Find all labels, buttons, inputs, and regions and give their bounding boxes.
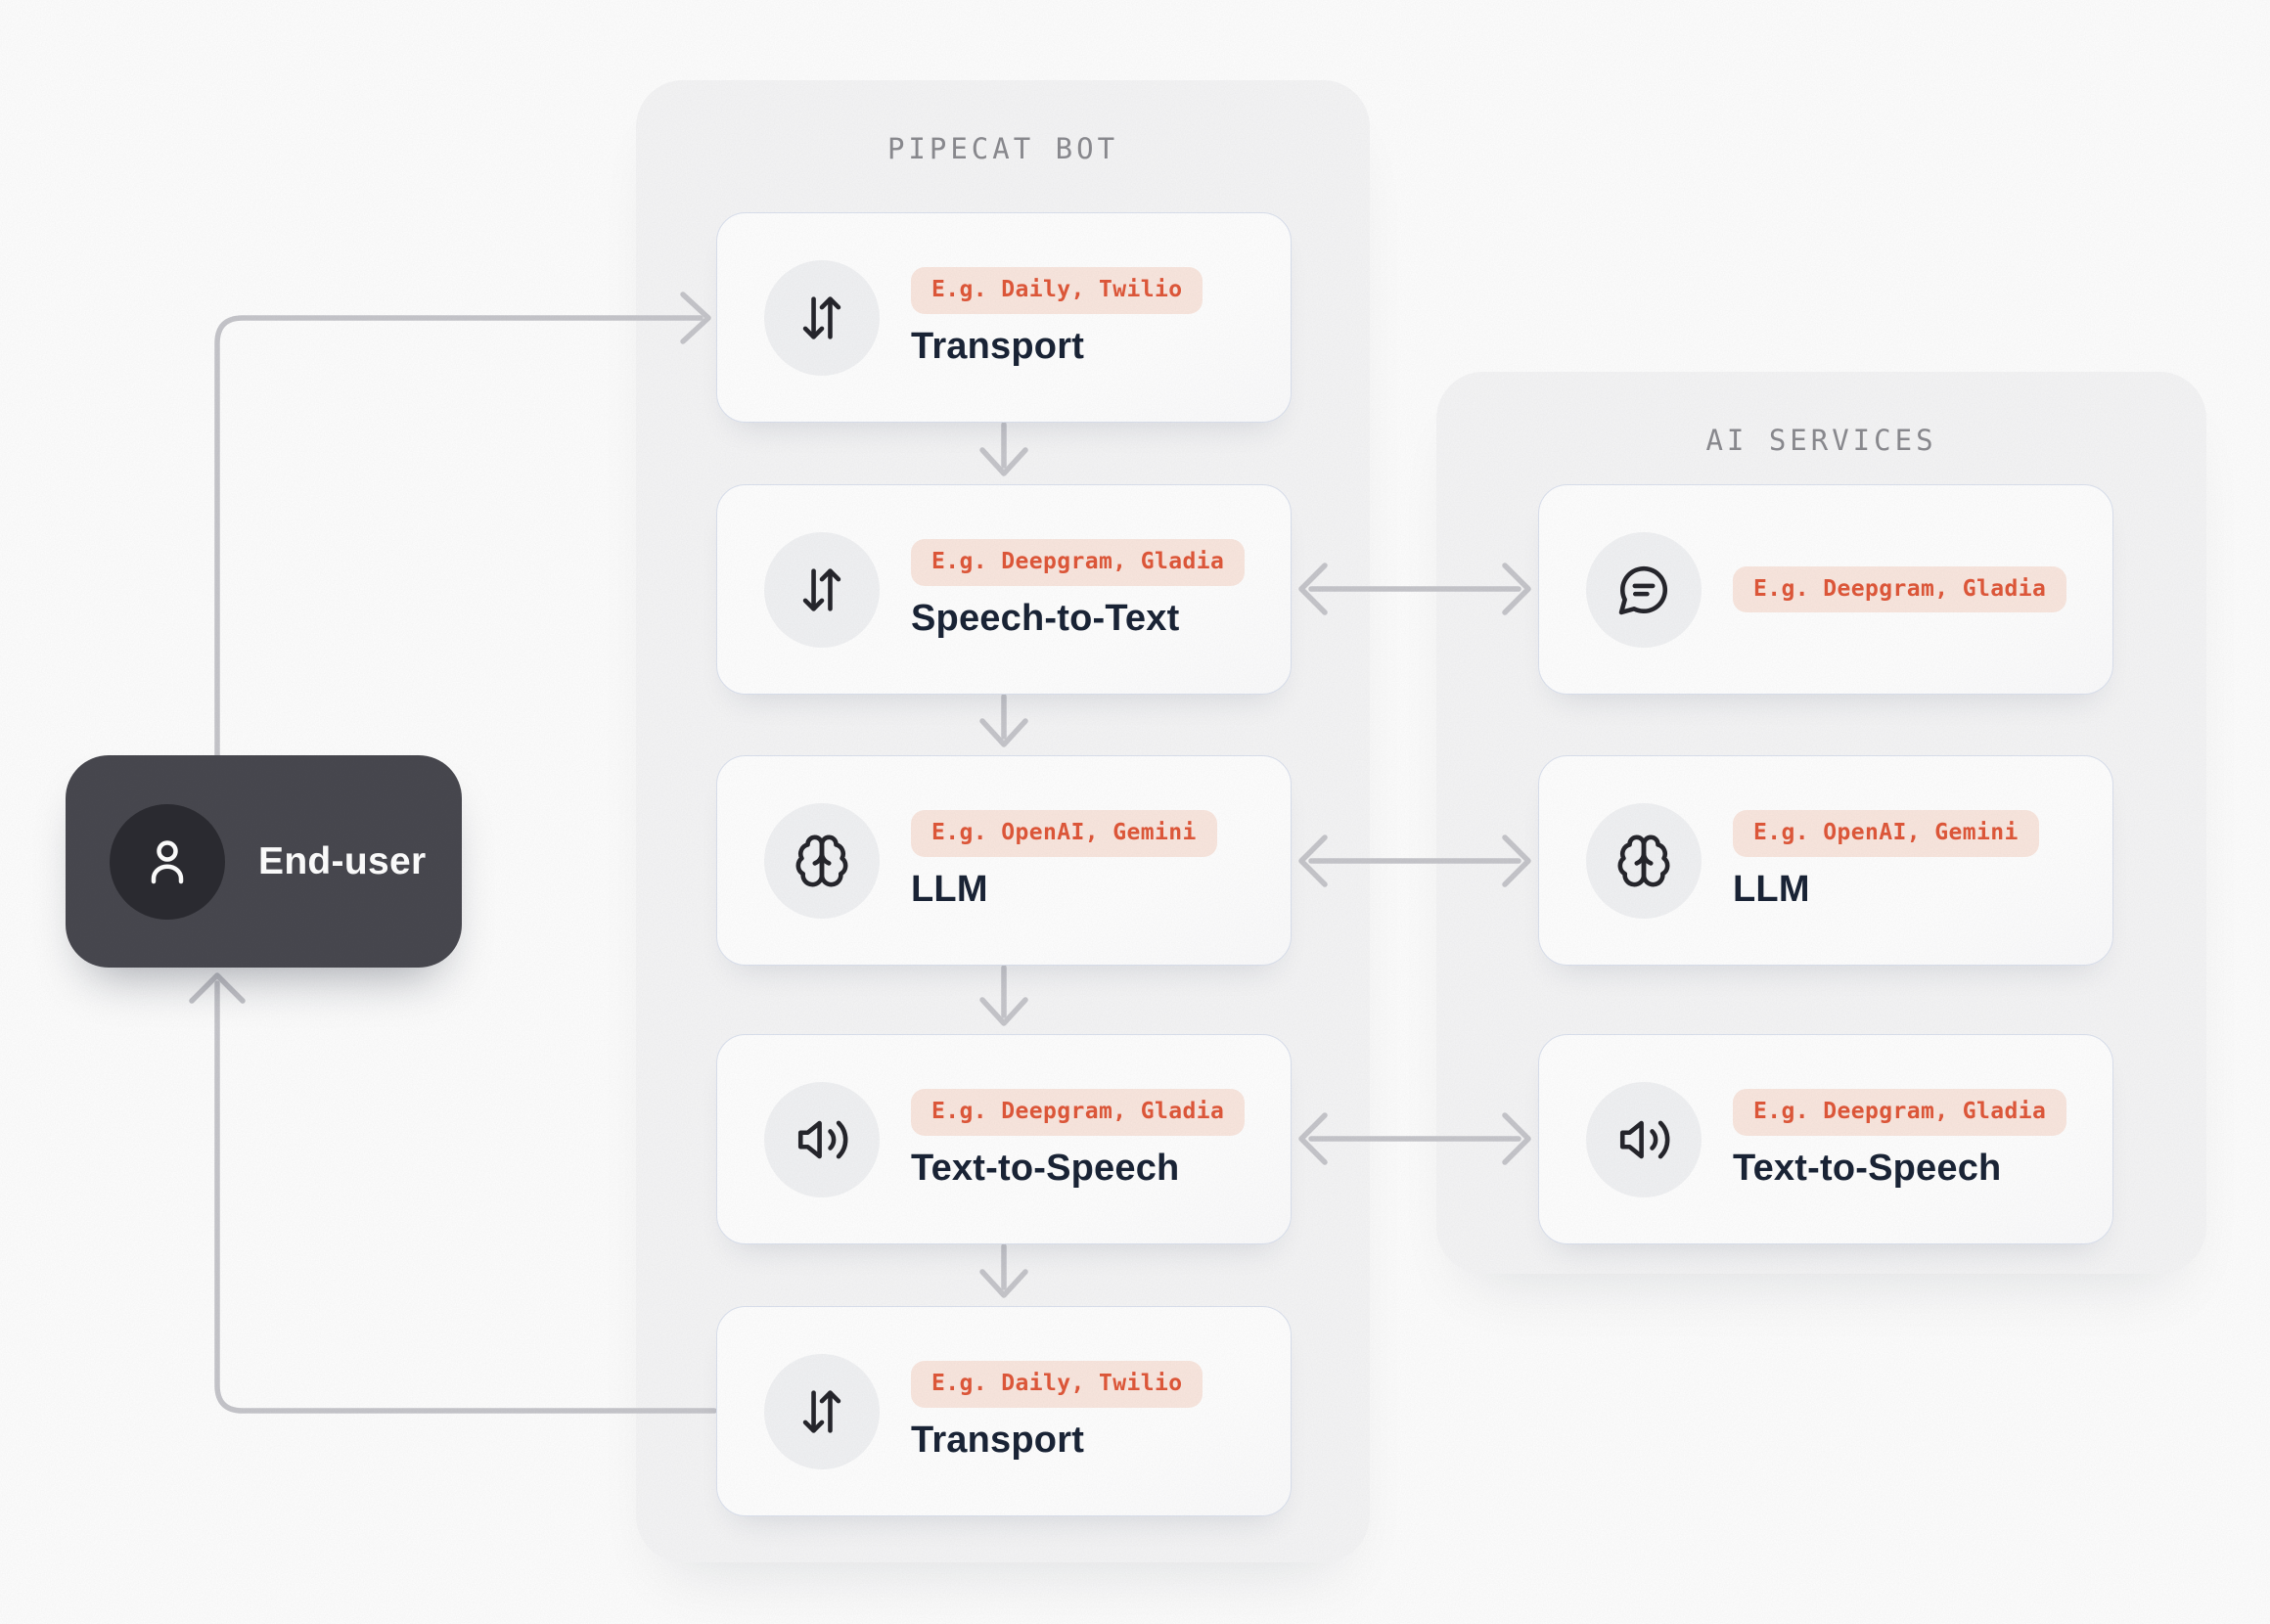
arrows-down-up-icon bbox=[764, 531, 880, 648]
arrow-transport-to-stt bbox=[979, 422, 1028, 476]
card-title: Speech-to-Text bbox=[911, 597, 1180, 639]
provider-badge: E.g. Daily, Twilio bbox=[911, 1361, 1203, 1408]
pipeline-card-llm: E.g. OpenAI, Gemini LLM bbox=[716, 755, 1292, 966]
end-user-node: End-user bbox=[66, 755, 462, 968]
provider-badge: E.g. Deepgram, Gladia bbox=[1733, 1089, 2067, 1136]
speech-bubble-icon bbox=[1586, 531, 1702, 648]
pipeline-card-transport-in: E.g. Daily, Twilio Transport bbox=[716, 212, 1292, 423]
arrow-llm-to-service bbox=[1298, 835, 1531, 887]
arrow-transport-to-user bbox=[189, 972, 717, 1414]
provider-badge: E.g. OpenAI, Gemini bbox=[1733, 810, 2039, 857]
brain-icon bbox=[1586, 802, 1702, 919]
provider-badge: E.g. Deepgram, Gladia bbox=[911, 539, 1246, 586]
ai-services-panel: AI SERVICES E.g. Deepgram, Gladia bbox=[1436, 372, 2206, 1274]
arrows-down-up-icon bbox=[764, 1353, 880, 1469]
card-title: Text-to-Speech bbox=[1733, 1147, 2002, 1189]
card-title: LLM bbox=[911, 868, 988, 910]
pipeline-card-speech-to-text: E.g. Deepgram, Gladia Speech-to-Text bbox=[716, 484, 1292, 695]
service-card-speech-to-text: E.g. Deepgram, Gladia bbox=[1538, 484, 2113, 695]
arrow-user-to-transport bbox=[214, 292, 711, 764]
service-card-text-to-speech: E.g. Deepgram, Gladia Text-to-Speech bbox=[1538, 1034, 2113, 1244]
provider-badge: E.g. OpenAI, Gemini bbox=[911, 810, 1217, 857]
pipeline-card-transport-out: E.g. Daily, Twilio Transport bbox=[716, 1306, 1292, 1516]
user-icon bbox=[151, 839, 184, 883]
arrow-tts-to-service bbox=[1298, 1112, 1531, 1165]
provider-badge: E.g. Deepgram, Gladia bbox=[1733, 565, 2067, 613]
user-avatar-circle bbox=[110, 803, 225, 920]
arrow-stt-to-llm bbox=[979, 694, 1028, 747]
speaker-icon bbox=[764, 1081, 880, 1197]
card-title: Transport bbox=[911, 325, 1085, 367]
pipeline-card-text-to-speech: E.g. Deepgram, Gladia Text-to-Speech bbox=[716, 1034, 1292, 1244]
brain-icon bbox=[764, 802, 880, 919]
service-card-llm: E.g. OpenAI, Gemini LLM bbox=[1538, 755, 2113, 966]
arrows-down-up-icon bbox=[764, 259, 880, 376]
arrow-stt-to-service bbox=[1298, 563, 1531, 615]
card-title: LLM bbox=[1733, 868, 1810, 910]
pipecat-bot-panel: PIPECAT BOT E.g. Daily, Twilio Transport bbox=[636, 80, 1370, 1562]
provider-badge: E.g. Deepgram, Gladia bbox=[911, 1089, 1246, 1136]
card-title: Transport bbox=[911, 1419, 1085, 1461]
end-user-label: End-user bbox=[258, 839, 427, 882]
speaker-icon bbox=[1586, 1081, 1702, 1197]
provider-badge: E.g. Daily, Twilio bbox=[911, 267, 1203, 314]
arrow-llm-to-tts bbox=[979, 965, 1028, 1026]
arrow-tts-to-transport bbox=[979, 1243, 1028, 1298]
card-title: Text-to-Speech bbox=[911, 1147, 1180, 1189]
